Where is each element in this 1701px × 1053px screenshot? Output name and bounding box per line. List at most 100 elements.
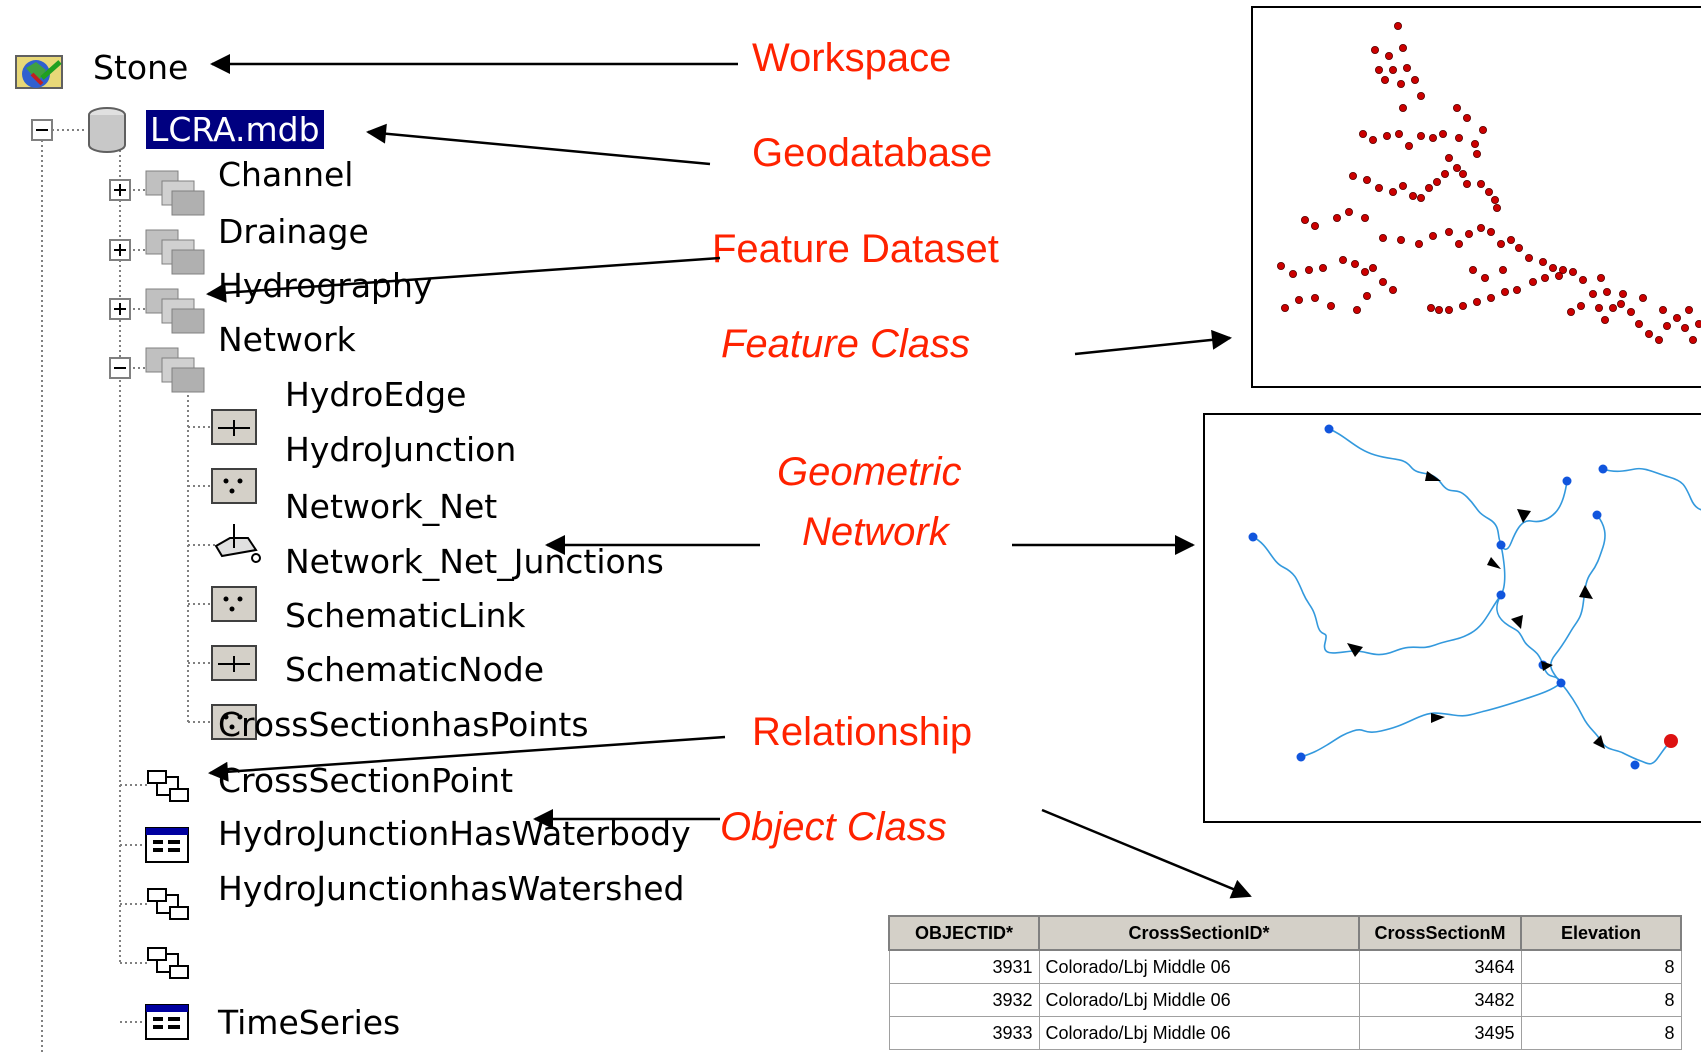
tree-class-hydrojunction[interactable]: HydroJunction bbox=[285, 430, 517, 469]
survey-point bbox=[1476, 223, 1485, 232]
survey-point bbox=[1566, 307, 1575, 316]
tree-relationship-crosssection-points[interactable]: CrossSectionhasPoints bbox=[218, 705, 589, 744]
arrow-feature-class bbox=[1074, 329, 1232, 356]
tree-class-schematiclink[interactable]: SchematicLink bbox=[285, 596, 526, 635]
survey-point bbox=[1327, 301, 1336, 310]
header-objectid[interactable]: OBJECTID* bbox=[888, 915, 1040, 951]
survey-point bbox=[1548, 263, 1557, 272]
database-icon bbox=[88, 107, 126, 153]
tree-relationship-hydrojunction-watershed[interactable]: HydroJunctionhasWatershed bbox=[218, 869, 685, 908]
table-class-icon bbox=[145, 827, 189, 863]
survey-point bbox=[1454, 134, 1463, 143]
survey-point bbox=[1654, 335, 1663, 344]
tree-class-hydroedge[interactable]: HydroEdge bbox=[285, 375, 467, 414]
survey-point bbox=[1295, 295, 1304, 304]
survey-point bbox=[1464, 229, 1473, 238]
header-elevation[interactable]: Elevation bbox=[1520, 915, 1682, 951]
outlet-junction bbox=[1664, 734, 1678, 748]
label-network: Network bbox=[802, 510, 949, 554]
feature-class-map bbox=[1251, 6, 1701, 388]
workspace-icon bbox=[15, 55, 63, 89]
survey-point bbox=[1680, 323, 1689, 332]
table-row[interactable]: 3933 Colorado/Lbj Middle 06 3495 8 bbox=[888, 1016, 1682, 1050]
survey-point bbox=[1500, 287, 1509, 296]
survey-point bbox=[1379, 277, 1388, 286]
survey-point bbox=[1492, 203, 1501, 212]
survey-point bbox=[1672, 313, 1681, 322]
tree-class-schematicnode[interactable]: SchematicNode bbox=[285, 650, 545, 689]
survey-point bbox=[1452, 104, 1461, 113]
arrow-geodatabase bbox=[366, 123, 711, 166]
survey-point bbox=[1662, 321, 1671, 330]
survey-point bbox=[1426, 303, 1435, 312]
tree-class-network-net-junctions[interactable]: Network_Net_Junctions bbox=[285, 542, 664, 581]
cell-elevation: 8 bbox=[1520, 983, 1682, 1017]
survey-point bbox=[1393, 21, 1402, 30]
label-workspace: Workspace bbox=[752, 36, 952, 80]
survey-point bbox=[1410, 76, 1419, 85]
survey-point bbox=[1305, 265, 1314, 274]
survey-point bbox=[1432, 177, 1441, 186]
survey-point bbox=[1602, 287, 1611, 296]
point-feature-class-icon bbox=[211, 586, 257, 622]
survey-point bbox=[1351, 259, 1360, 268]
survey-point bbox=[1398, 44, 1407, 53]
point-feature-class-icon bbox=[211, 704, 257, 740]
survey-point bbox=[1289, 269, 1298, 278]
cell-crosssectionid: Colorado/Lbj Middle 06 bbox=[1038, 983, 1360, 1017]
table-row[interactable]: 3932 Colorado/Lbj Middle 06 3482 8 bbox=[888, 983, 1682, 1017]
survey-point bbox=[1658, 305, 1667, 314]
survey-point bbox=[1319, 263, 1328, 272]
survey-point bbox=[1644, 329, 1653, 338]
geodatabase-name[interactable]: LCRA.mdb bbox=[144, 108, 326, 151]
survey-point bbox=[1558, 265, 1567, 274]
survey-point bbox=[1408, 191, 1417, 200]
survey-point bbox=[1444, 227, 1453, 236]
survey-point bbox=[1638, 293, 1647, 302]
cell-elevation: 8 bbox=[1520, 1016, 1682, 1050]
survey-point bbox=[1458, 301, 1467, 310]
survey-point bbox=[1462, 179, 1471, 188]
survey-point bbox=[1276, 261, 1285, 270]
label-relationship: Relationship bbox=[752, 710, 973, 754]
tree-dataset-drainage[interactable]: Drainage bbox=[218, 212, 369, 251]
tree-geodatabase[interactable]: LCRA.mdb bbox=[144, 108, 326, 151]
table-header-row: OBJECTID* CrossSectionID* CrossSectionM … bbox=[888, 915, 1682, 951]
survey-point bbox=[1444, 305, 1453, 314]
survey-point bbox=[1388, 66, 1397, 75]
survey-point bbox=[1280, 303, 1289, 312]
survey-point bbox=[1540, 273, 1549, 282]
tree-table-timeseries[interactable]: TimeSeries bbox=[218, 1003, 401, 1042]
survey-point bbox=[1484, 187, 1493, 196]
survey-point bbox=[1512, 285, 1521, 294]
survey-point bbox=[1462, 114, 1471, 123]
tree-table-crosssectionpoint[interactable]: CrossSectionPoint bbox=[218, 761, 514, 800]
survey-point bbox=[1608, 303, 1617, 312]
survey-point bbox=[1452, 163, 1461, 172]
survey-point bbox=[1301, 215, 1310, 224]
survey-point bbox=[1404, 141, 1413, 150]
survey-point bbox=[1440, 169, 1449, 178]
tree-dataset-network[interactable]: Network bbox=[218, 320, 356, 359]
survey-point bbox=[1384, 52, 1393, 61]
survey-point bbox=[1379, 233, 1388, 242]
table-row[interactable]: 3931 Colorado/Lbj Middle 06 3464 8 bbox=[888, 949, 1682, 984]
survey-point bbox=[1363, 175, 1372, 184]
survey-point bbox=[1458, 169, 1467, 178]
cell-elevation: 8 bbox=[1520, 949, 1682, 984]
tree-class-network-net[interactable]: Network_Net bbox=[285, 487, 498, 526]
survey-point bbox=[1398, 181, 1407, 190]
cell-objectid: 3931 bbox=[888, 949, 1040, 984]
survey-point bbox=[1454, 239, 1463, 248]
survey-point bbox=[1369, 135, 1378, 144]
survey-point bbox=[1416, 193, 1425, 202]
tree-relationship-hydrojunction-waterbody[interactable]: HydroJunctionHasWaterbody bbox=[218, 814, 691, 853]
tree-dataset-channel[interactable]: Channel bbox=[218, 155, 354, 194]
attribute-table[interactable]: OBJECTID* CrossSectionID* CrossSectionM … bbox=[888, 915, 1682, 1050]
header-crosssectionm[interactable]: CrossSectionM bbox=[1358, 915, 1522, 951]
tree-workspace[interactable]: Stone bbox=[93, 48, 189, 87]
tree-lines bbox=[31, 119, 225, 1053]
header-crosssectionid[interactable]: CrossSectionID* bbox=[1038, 915, 1360, 951]
survey-point bbox=[1375, 183, 1384, 192]
